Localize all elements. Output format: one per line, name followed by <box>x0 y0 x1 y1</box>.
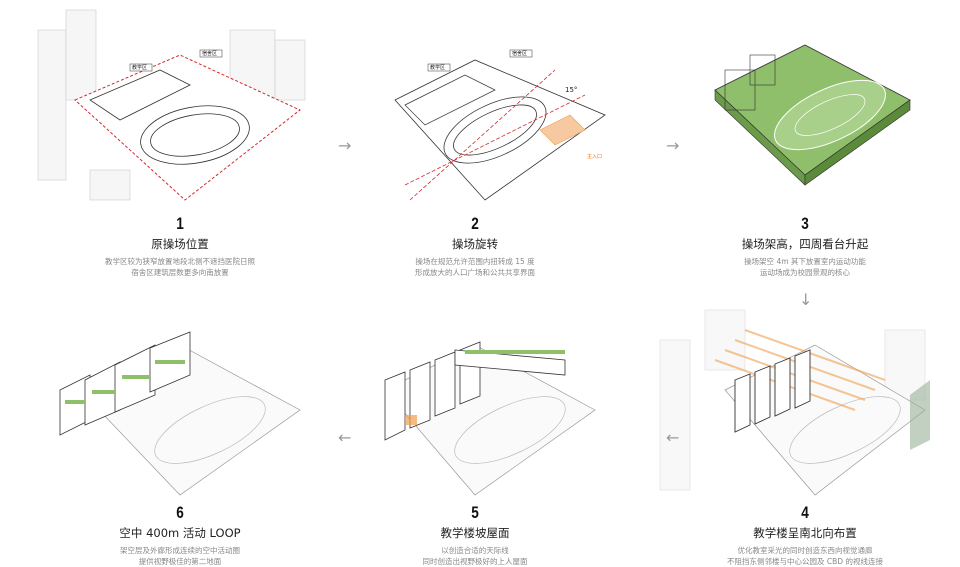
label-dorm-zone: 宿舍区 <box>512 50 527 57</box>
step-title: 空中 400m 活动 LOOP <box>119 526 241 540</box>
step-title: 操场架高，四周看台升起 <box>741 237 869 251</box>
arrow-left-icon: ← <box>338 428 352 447</box>
rotated-field-diagram: 15° 主入口 教学区 宿舍区 <box>394 49 606 201</box>
label-dorm-zone: 宿舍区 <box>202 50 217 57</box>
step-3-panel: 3 操场架高，四周看台升起 操场架空 4m 其下放置室内运动功能运动场成为校园景… <box>655 0 955 290</box>
arrow-right-icon: → <box>338 136 352 155</box>
step-desc-line: 教学区较为狭窄放置地段北侧不遮挡医院日照 <box>105 257 255 266</box>
original-site-diagram: 教学区 宿舍区 <box>37 9 306 201</box>
step-desc-line: 操场在规范允许范围内扭转成 15 度 <box>415 257 535 266</box>
step-number: 2 <box>471 214 479 233</box>
step-desc-line: 宿舍区建筑层数更多向南放置 <box>131 268 229 277</box>
step-number: 6 <box>176 503 184 522</box>
step-desc-line: 提供视野极佳的第二地面 <box>138 557 222 566</box>
arrow-down-icon: ↓ <box>799 290 813 309</box>
label-teaching-zone: 教学区 <box>132 64 147 71</box>
step-desc-line: 形成放大的人口广场和公共共享界面 <box>415 268 535 277</box>
step-number: 4 <box>801 503 809 522</box>
step-title: 原操场位置 <box>151 237 209 251</box>
step-title: 操场旋转 <box>452 237 498 251</box>
step-number: 5 <box>471 503 479 522</box>
step-4-panel: 4 教学楼呈南北向布置 优化教室采光的同时创造东西向视觉通廊不阻挡东侧邻楼与中心… <box>655 300 955 566</box>
angle-label: 15° <box>565 86 577 94</box>
step-2-panel: 15° 主入口 教学区 宿舍区 2 操场旋转 操场在规范允许范围内扭转成 15 … <box>325 0 625 290</box>
step-desc-line: 架空层及外廊形成连续的空中活动圈 <box>120 546 240 555</box>
step-number: 1 <box>176 214 184 233</box>
step-title: 教学楼坡屋面 <box>440 526 510 540</box>
label-teaching-zone: 教学区 <box>430 64 445 71</box>
step-desc-line: 操场架空 4m 其下放置室内运动功能 <box>744 257 866 266</box>
sloped-roof-diagram <box>384 341 596 496</box>
step-desc-line: 以创造合适的天际线 <box>441 546 509 555</box>
step-desc-line: 不阻挡东侧邻楼与中心公园及 CBD 的视线连接 <box>727 557 883 566</box>
step-1-panel: 教学区 宿舍区 1 原操场位置 教学区较为狭窄放置地段北侧不遮挡医院日照宿舍区建… <box>30 0 330 290</box>
step-desc-line: 优化教室采光的同时创造东西向视觉通廊 <box>737 546 873 555</box>
loop-diagram <box>59 331 301 496</box>
step-6-panel: 6 空中 400m 活动 LOOP 架空层及外廊形成连续的空中活动圈提供视野极佳… <box>30 300 330 566</box>
step-desc-line: 同时创造出视野极好的上人屋面 <box>422 557 528 566</box>
step-desc-line: 运动场成为校园景观的核心 <box>760 268 850 277</box>
step-number: 3 <box>801 214 809 233</box>
entrance-label: 主入口 <box>587 153 602 160</box>
step-title: 教学楼呈南北向布置 <box>753 526 857 540</box>
step-5-panel: 5 教学楼坡屋面 以创造合适的天际线同时创造出视野极好的上人屋面 <box>325 300 625 566</box>
north-south-layout-diagram <box>659 309 930 496</box>
arrow-right-icon: → <box>666 136 680 155</box>
raised-field-diagram <box>714 44 911 186</box>
arrow-left-icon: ← <box>666 428 680 447</box>
